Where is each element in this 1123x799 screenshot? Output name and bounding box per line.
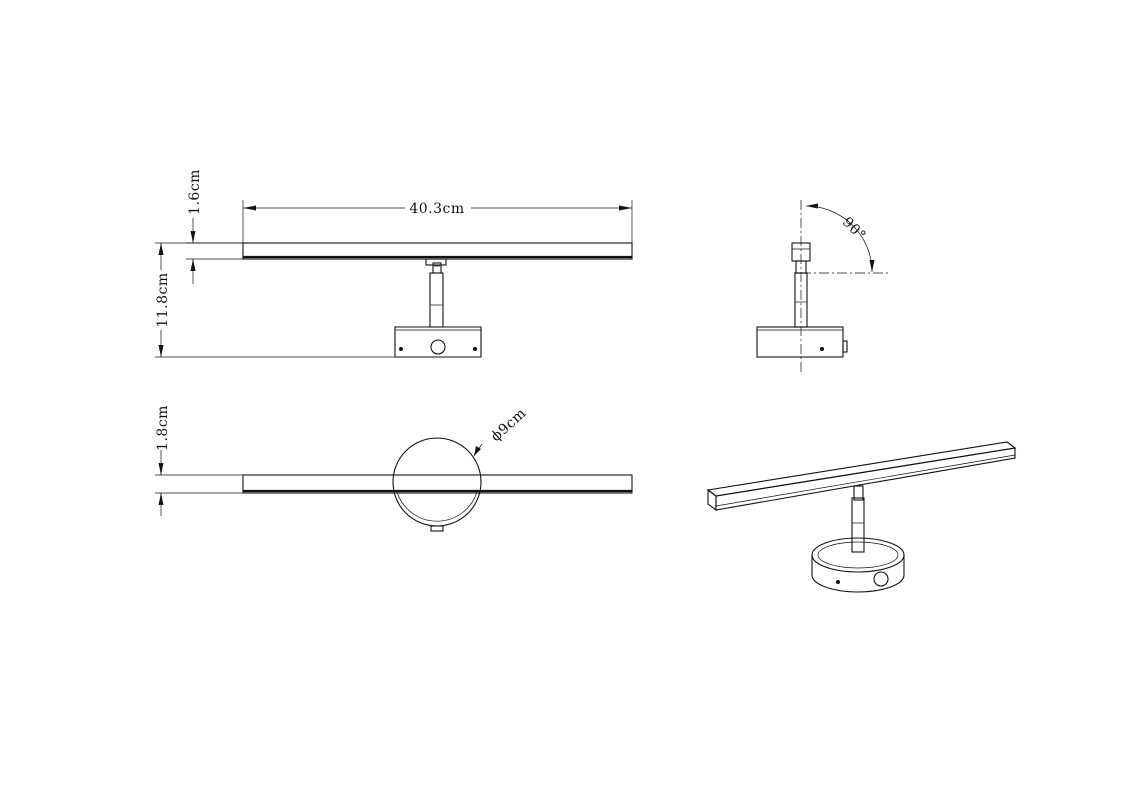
iso-base-top (811, 537, 905, 573)
front-switch-knob (430, 339, 446, 355)
front-clamp (425, 258, 447, 266)
iso-bar-end-face (707, 488, 717, 512)
width-arrow-left (243, 205, 256, 211)
width-arrow-right (619, 205, 632, 211)
iso-bar-top-face (706, 441, 1017, 497)
front-view: 40.3cm 1.6cm 11.8cm (150, 169, 633, 358)
side-view: 90° (756, 200, 890, 372)
top-light-bar (242, 474, 633, 494)
angle-dim-label: 90° (839, 214, 869, 244)
depth-arrow-top (158, 463, 164, 475)
iso-base-top-inner (817, 541, 899, 569)
iso-clamp (853, 485, 864, 501)
top-base-shadow-edge (396, 491, 478, 522)
width-label-bg (405, 198, 471, 216)
depth-dim-label: 1.8cm (155, 405, 171, 451)
isometric-view (706, 441, 1017, 593)
iso-switch-knob (873, 571, 889, 587)
overall-height-label-bg (150, 270, 172, 330)
depth-arrow-bottom (158, 493, 164, 505)
overall-height-dim-label: 11.8cm (155, 272, 171, 327)
diameter-dim-label: ϕ9cm (488, 405, 530, 445)
iso-bar-diffuser-line (715, 454, 1016, 507)
front-screw-left (399, 347, 403, 351)
bar-height-arrow-bottom (190, 259, 196, 271)
side-base-switch (842, 340, 848, 353)
top-base-switch (430, 525, 444, 532)
overall-height-arrow-top (158, 243, 164, 255)
front-base (394, 326, 482, 358)
iso-screw (836, 580, 840, 584)
side-screw (820, 347, 824, 351)
top-round-base (392, 437, 482, 527)
bar-height-dim-label: 1.6cm (187, 169, 203, 215)
diameter-arrow (474, 446, 481, 456)
front-stem (429, 272, 444, 328)
side-base (756, 326, 844, 358)
iso-base-side (811, 555, 905, 593)
angle-arrow-end (869, 260, 875, 272)
top-view: ϕ9cm 1.8cm (155, 405, 633, 532)
front-screw-right (473, 347, 477, 351)
bar-height-arrow-top (190, 231, 196, 243)
width-dim-label: 40.3cm (409, 201, 464, 217)
iso-bar-front-face (715, 447, 1016, 511)
angle-arc (805, 205, 873, 273)
overall-height-arrow-bottom (158, 345, 164, 357)
iso-stem (851, 497, 865, 553)
angle-arrow-start (806, 203, 818, 209)
